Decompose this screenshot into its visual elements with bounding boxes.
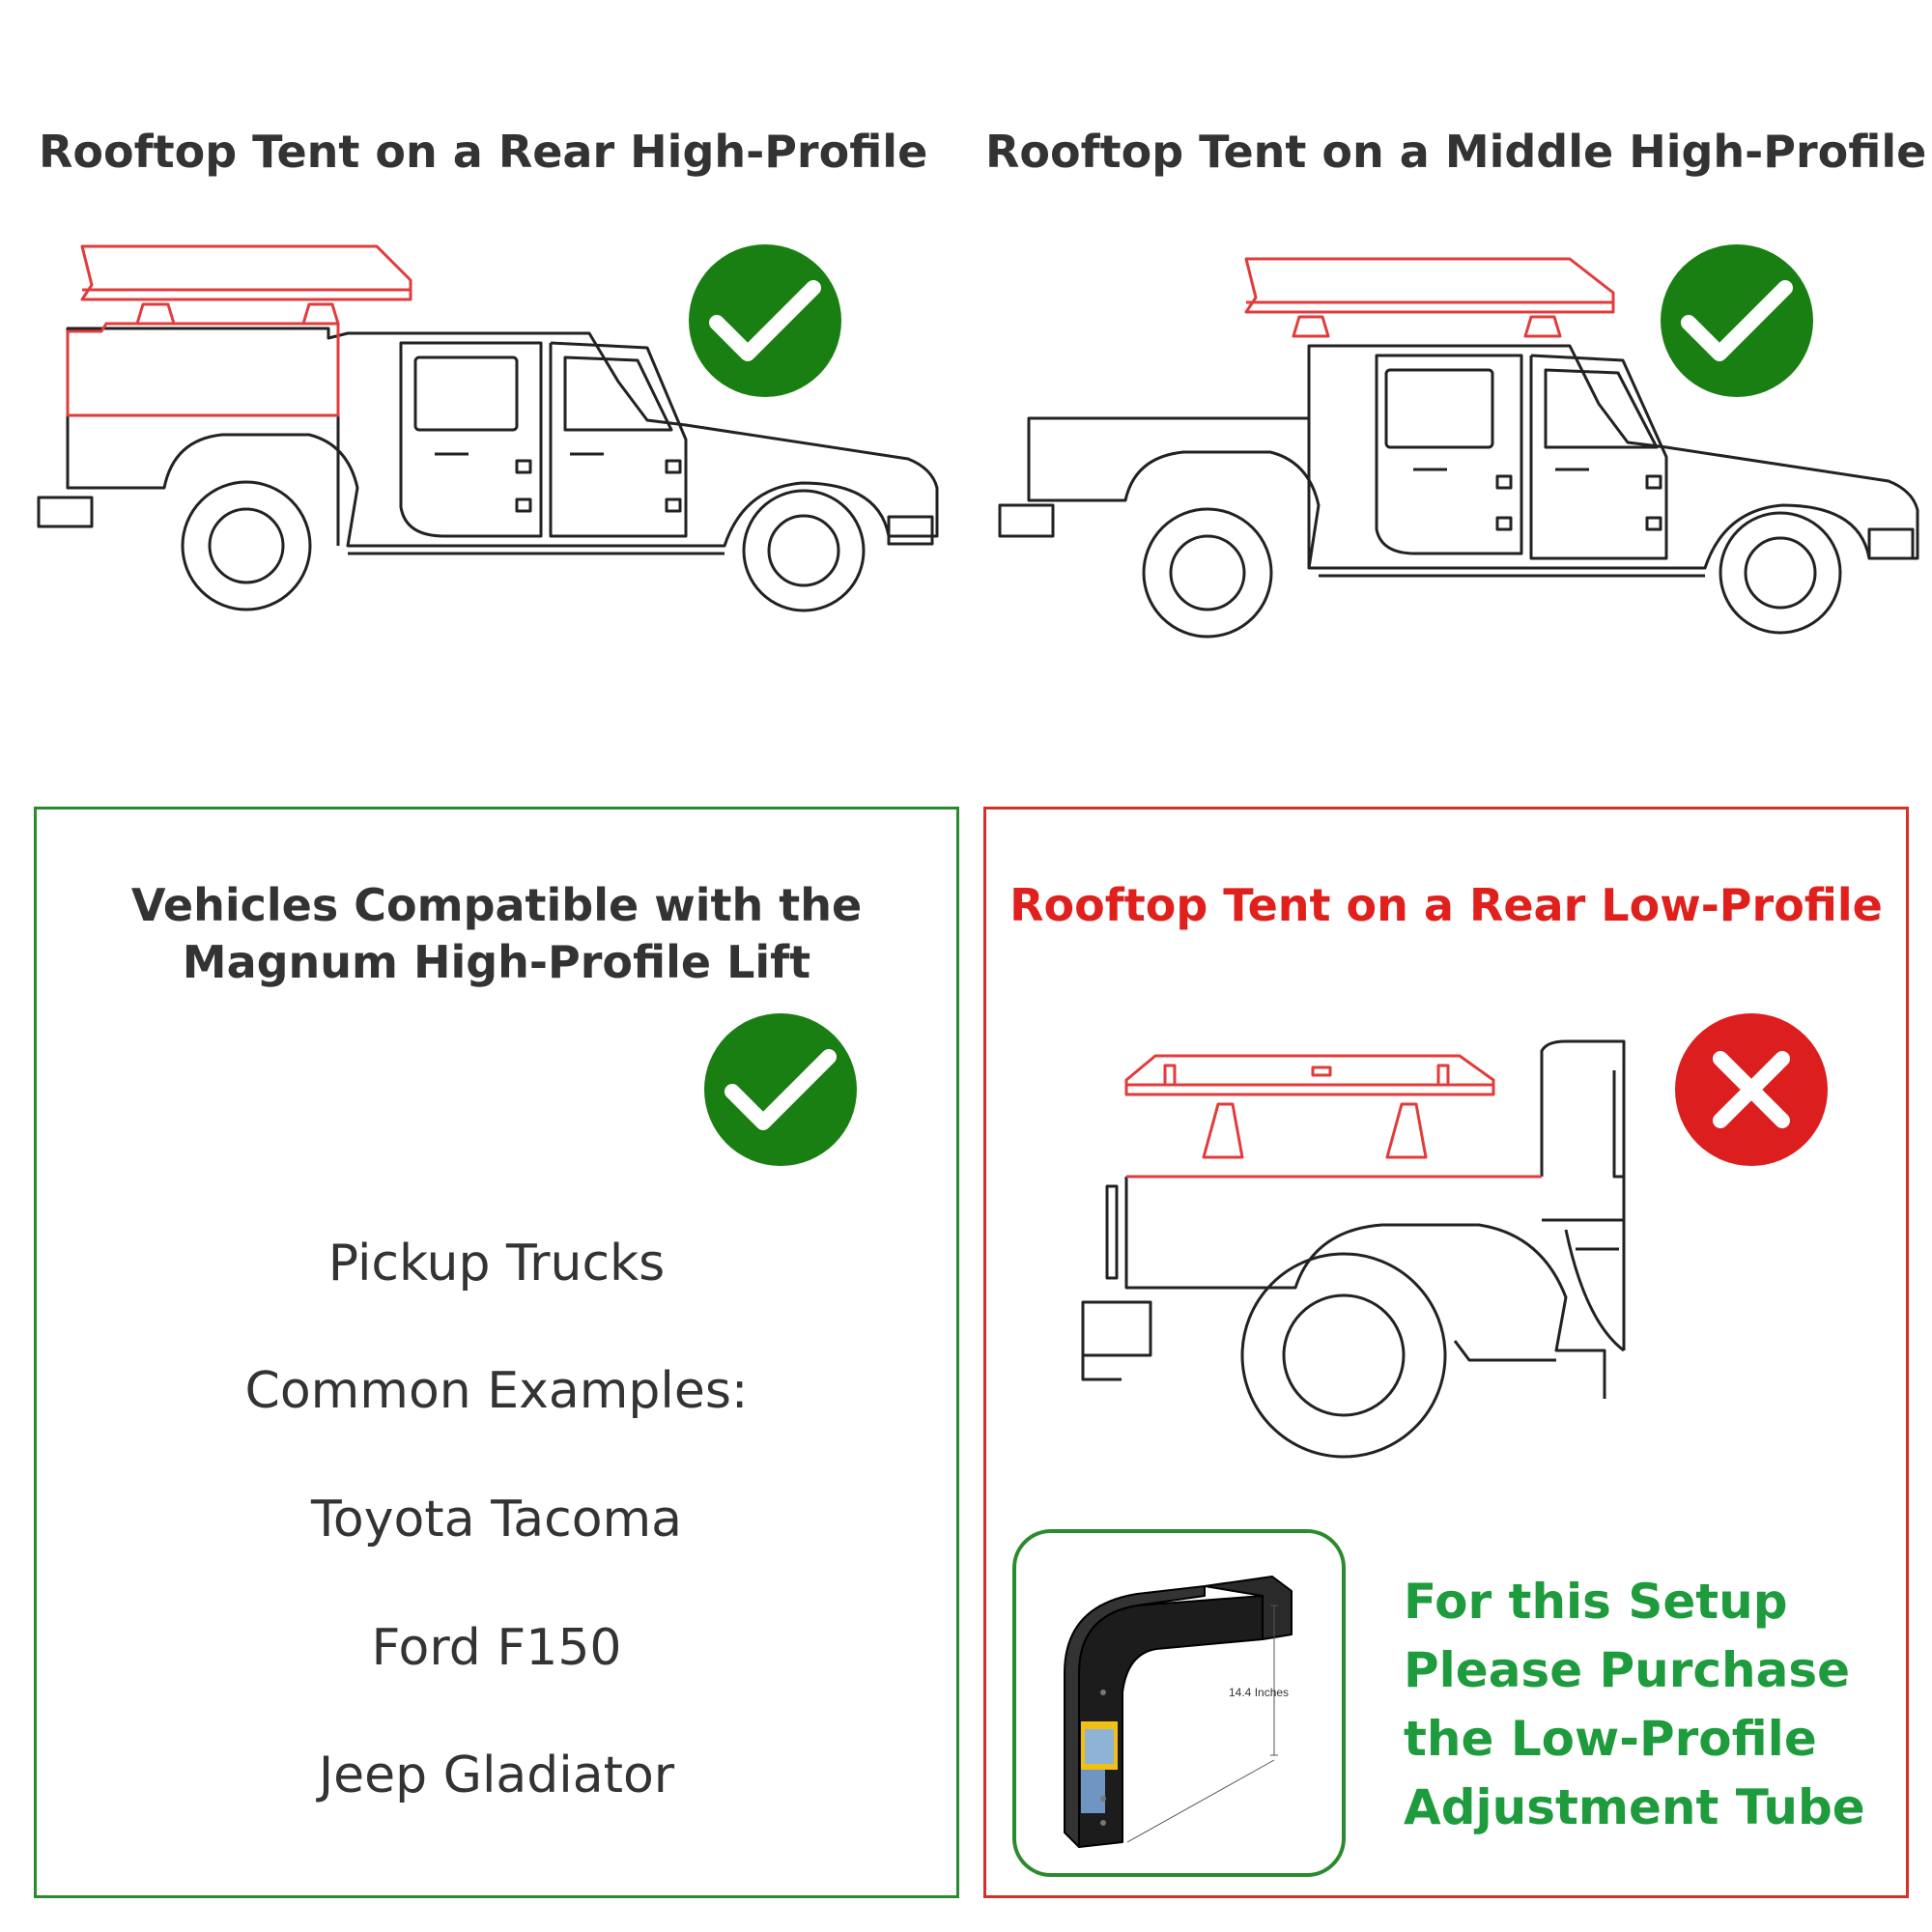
check-icon bbox=[1661, 244, 1813, 397]
title-middle-high-profile: Rooftop Tent on a Middle High-Profile bbox=[985, 126, 1927, 178]
incompatible-setup-panel: Rooftop Tent on a Rear Low-Profile bbox=[983, 807, 1909, 1898]
compatible-heading-line1: Vehicles Compatible with the bbox=[130, 879, 863, 931]
vehicle-list-item: Pickup Trucks bbox=[327, 1235, 666, 1293]
advice-line: the Low-Profile bbox=[1404, 1711, 1817, 1767]
title-rear-high-profile: Rooftop Tent on a Rear High-Profile bbox=[39, 126, 928, 178]
cross-icon bbox=[1675, 1013, 1828, 1166]
adjustment-tube-image bbox=[1064, 1576, 1293, 1848]
advice-line: Adjustment Tube bbox=[1404, 1779, 1865, 1835]
compatible-heading-line2: Magnum High-Profile Lift bbox=[182, 936, 811, 988]
dimension-label: 14.4 Inches bbox=[1229, 1686, 1290, 1699]
vehicle-list-item: Ford F150 bbox=[371, 1619, 622, 1677]
advice-line: Please Purchase bbox=[1404, 1642, 1851, 1698]
truck-rear-low-profile-illustration bbox=[1081, 1039, 1626, 1459]
low-profile-heading: Rooftop Tent on a Rear Low-Profile bbox=[1009, 879, 1883, 931]
truck-middle-high-profile-illustration bbox=[998, 257, 1919, 639]
vehicle-list-item: Toyota Tacoma bbox=[310, 1491, 683, 1548]
compatible-vehicles-panel: Vehicles Compatible with the Magnum High… bbox=[34, 807, 959, 1898]
check-icon bbox=[689, 244, 841, 397]
adjustment-tube-product-card: 14.4 Inches bbox=[1012, 1529, 1346, 1877]
advice-line: For this Setup bbox=[1404, 1574, 1788, 1630]
check-icon bbox=[704, 1013, 857, 1166]
purchase-advice: For this Setup Please Purchase the Low-P… bbox=[1404, 1568, 1896, 1842]
vehicle-list-item: Jeep Gladiator bbox=[318, 1747, 675, 1804]
truck-rear-high-profile-illustration bbox=[37, 244, 939, 612]
vehicle-list-item: Common Examples: bbox=[244, 1362, 749, 1420]
